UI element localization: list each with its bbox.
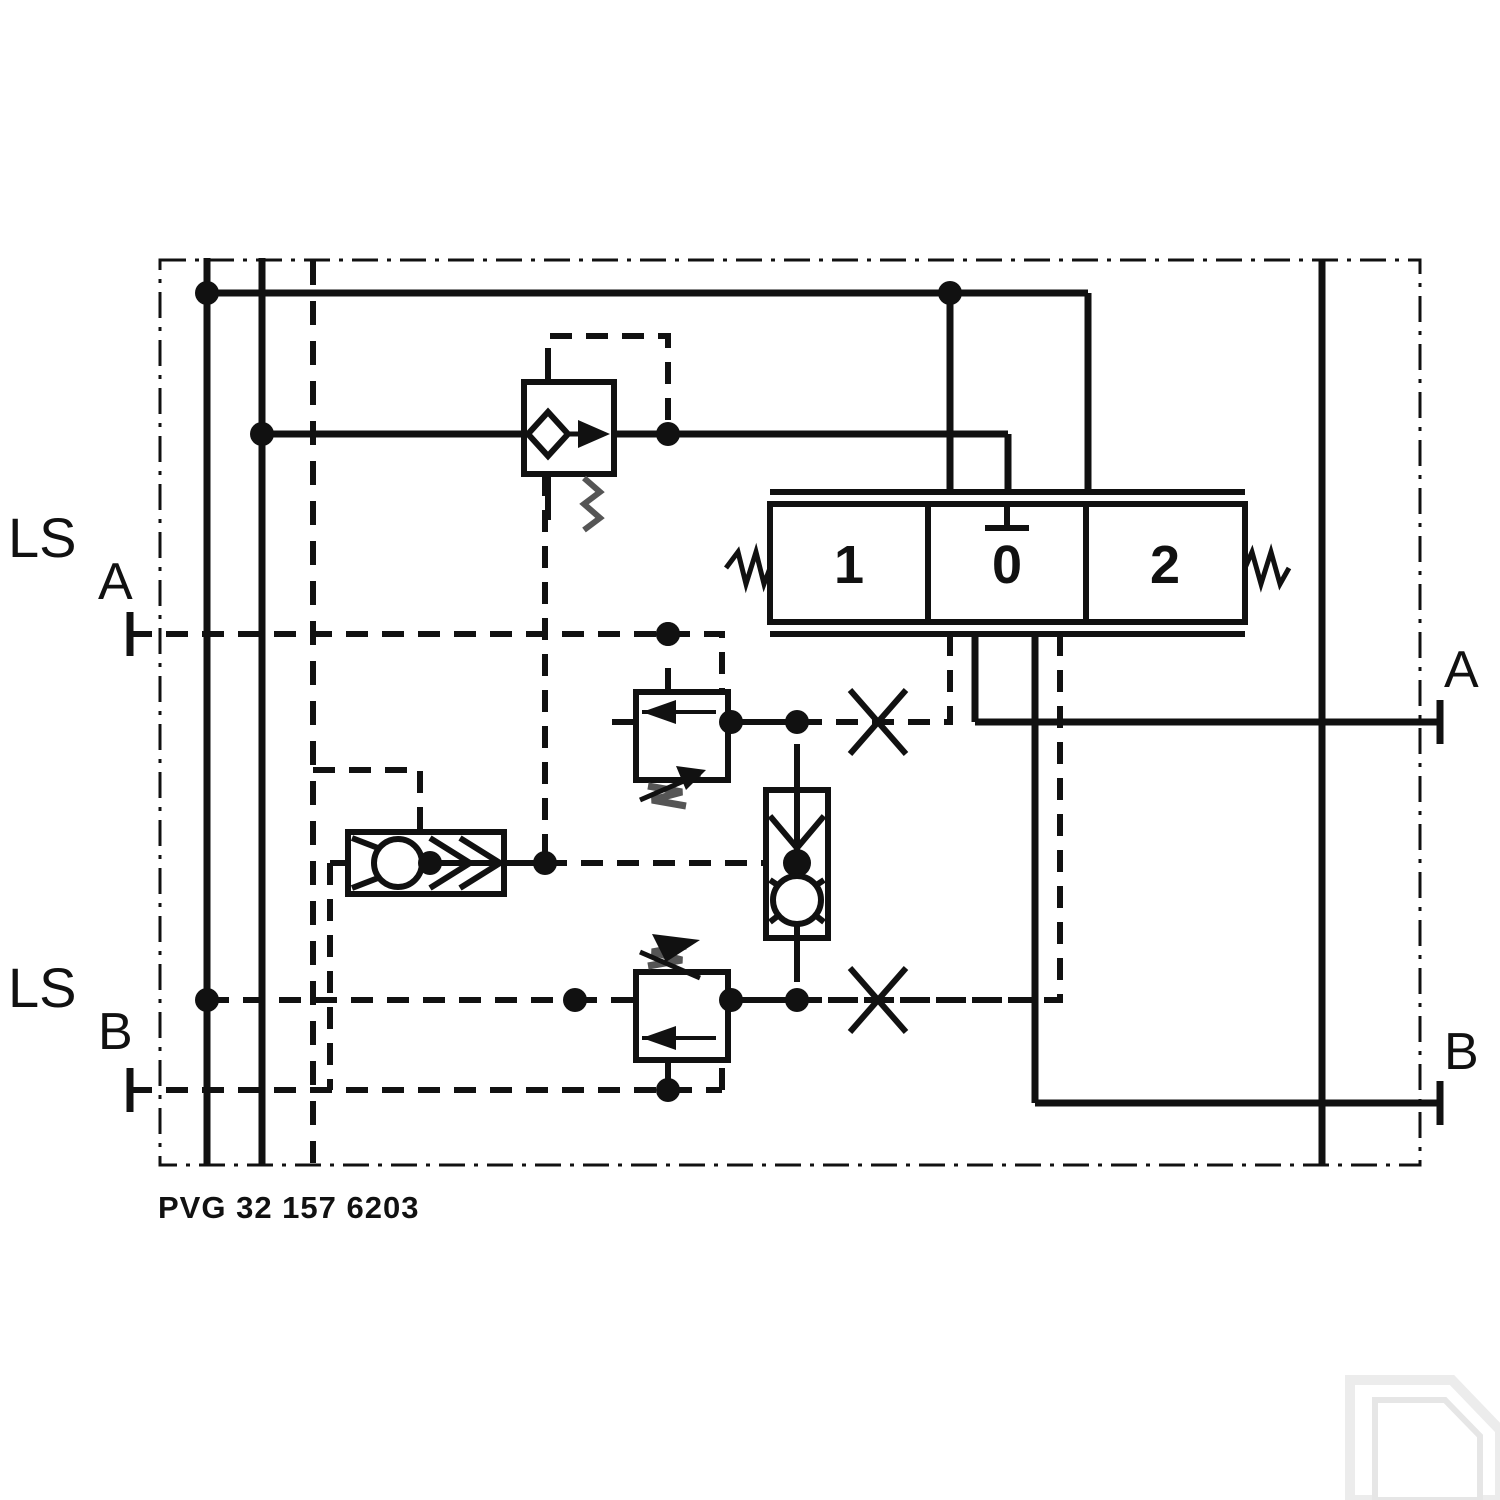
ls-b-label: LS: [8, 956, 77, 1019]
shock-relief-valve-a: [612, 668, 800, 810]
port-b-label: B: [1444, 1023, 1479, 1081]
junction-dot: [719, 988, 743, 1012]
junction-dot: [656, 422, 680, 446]
junction-dot: [719, 710, 743, 734]
orifice-restrictor-a: [847, 688, 909, 756]
junction-dot: [563, 988, 587, 1012]
junction-dot: [785, 710, 809, 734]
pressure-compensator-valve: [521, 370, 617, 533]
junction-dot: [250, 422, 274, 446]
shuttle-pilot-lines: [313, 767, 800, 1090]
main-spool-valve[interactable]: [724, 489, 1292, 637]
compensator-pilot-dashed: [545, 333, 671, 434]
ls-a-label: LS: [8, 506, 77, 569]
orifice-restrictor-b: [847, 966, 909, 1034]
spool-position-0-label: 0: [992, 535, 1022, 595]
danfoss-watermark: [1345, 1375, 1500, 1500]
pressure-supply-line: [207, 289, 1092, 492]
spool-position-2-label: 2: [1150, 535, 1180, 595]
compensator-feed-line: [262, 430, 1012, 492]
module-boundary: [158, 258, 1422, 1167]
port-a-label: A: [1444, 641, 1479, 699]
work-port-lines: [971, 260, 1440, 1165]
ls-a-sublabel: A: [98, 553, 133, 611]
supply-rail-lines: [203, 258, 266, 1166]
anti-cavitation-check-valve: [763, 744, 831, 982]
ls-b-sublabel: B: [98, 1003, 133, 1061]
junction-dot: [938, 281, 962, 305]
shuttle-valve: [330, 812, 545, 897]
spool-position-1-label: 1: [834, 535, 864, 595]
junction-dot: [195, 988, 219, 1012]
diagram-caption: PVG 32 157 6203: [158, 1190, 420, 1225]
junction-dot: [785, 988, 809, 1012]
junction-dot: [656, 622, 680, 646]
shock-relief-valve-b: [612, 934, 800, 1090]
junction-dot: [195, 281, 219, 305]
ls-pilot-from-spool: [800, 634, 1063, 1003]
